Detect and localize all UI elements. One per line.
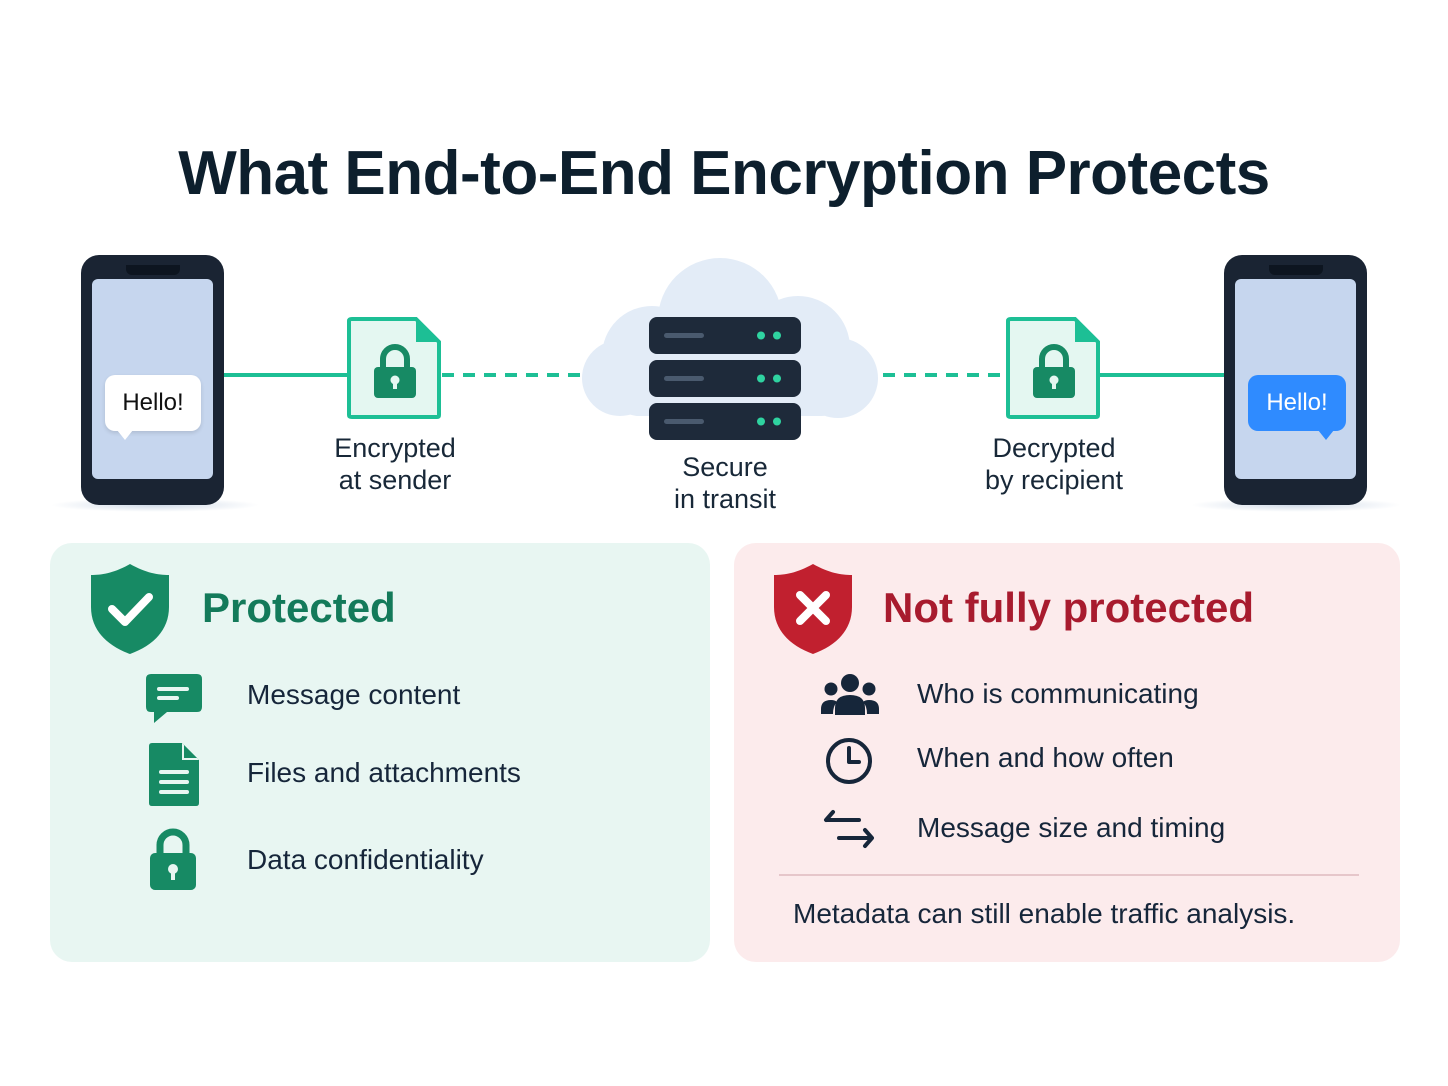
step-label-line: in transit <box>673 484 777 514</box>
clock-icon <box>826 738 872 784</box>
sender-message-text: Hello! <box>122 389 184 416</box>
recipient-message-text: Hello! <box>1266 389 1328 416</box>
recipient-message-bubble: Hello! <box>1248 375 1346 440</box>
document-icon <box>149 743 199 806</box>
lock-icon <box>150 828 196 890</box>
arrows-exchange-icon <box>824 810 874 848</box>
step-label-line: Decrypted <box>992 433 1116 463</box>
protected-item-label: Message content <box>247 679 461 710</box>
not-protected-item-label: Message size and timing <box>917 812 1226 843</box>
not-protected-heading: Not fully protected <box>883 584 1255 631</box>
card-divider <box>779 874 1359 876</box>
chat-message-icon <box>146 674 202 723</box>
encryption-flow-diagram: Hello! Encrypted at sender <box>0 240 1448 530</box>
secure-in-transit-label: Secure in transit <box>630 451 820 515</box>
recipient-phone: Hello! <box>1224 255 1367 505</box>
shield-check-icon <box>91 564 169 654</box>
step-label-line: Encrypted <box>334 433 456 463</box>
sender-phone-screen: Hello! <box>92 279 213 479</box>
protected-heading: Protected <box>202 584 396 631</box>
bubble-tail <box>117 430 133 440</box>
decrypted-document-lock-icon <box>1006 317 1100 419</box>
people-icon <box>821 674 879 715</box>
metadata-note: Metadata can still enable traffic analys… <box>793 898 1296 929</box>
page-title: What End-to-End Encryption Protects <box>178 139 1270 208</box>
server-icon <box>649 317 801 440</box>
encrypted-document-lock-icon <box>347 317 441 419</box>
encrypted-at-sender-label: Encrypted at sender <box>300 432 490 496</box>
phone-notch <box>1268 265 1323 275</box>
sender-message-bubble: Hello! <box>105 375 201 440</box>
protected-item-label: Data confidentiality <box>247 844 484 875</box>
bubble-tail <box>1318 430 1334 440</box>
recipient-phone-screen: Hello! <box>1235 279 1356 479</box>
step-label-line: Secure <box>682 452 768 482</box>
not-protected-item-label: Who is communicating <box>917 678 1199 709</box>
not-protected-item-label: When and how often <box>917 742 1174 773</box>
protected-item-label: Files and attachments <box>247 757 521 788</box>
decrypted-by-recipient-label: Decrypted by recipient <box>954 432 1154 496</box>
phone-notch <box>125 265 180 275</box>
sender-phone: Hello! <box>81 255 224 505</box>
step-label-line: by recipient <box>984 465 1124 495</box>
step-label-line: at sender <box>338 465 452 495</box>
shield-x-icon <box>774 564 852 654</box>
